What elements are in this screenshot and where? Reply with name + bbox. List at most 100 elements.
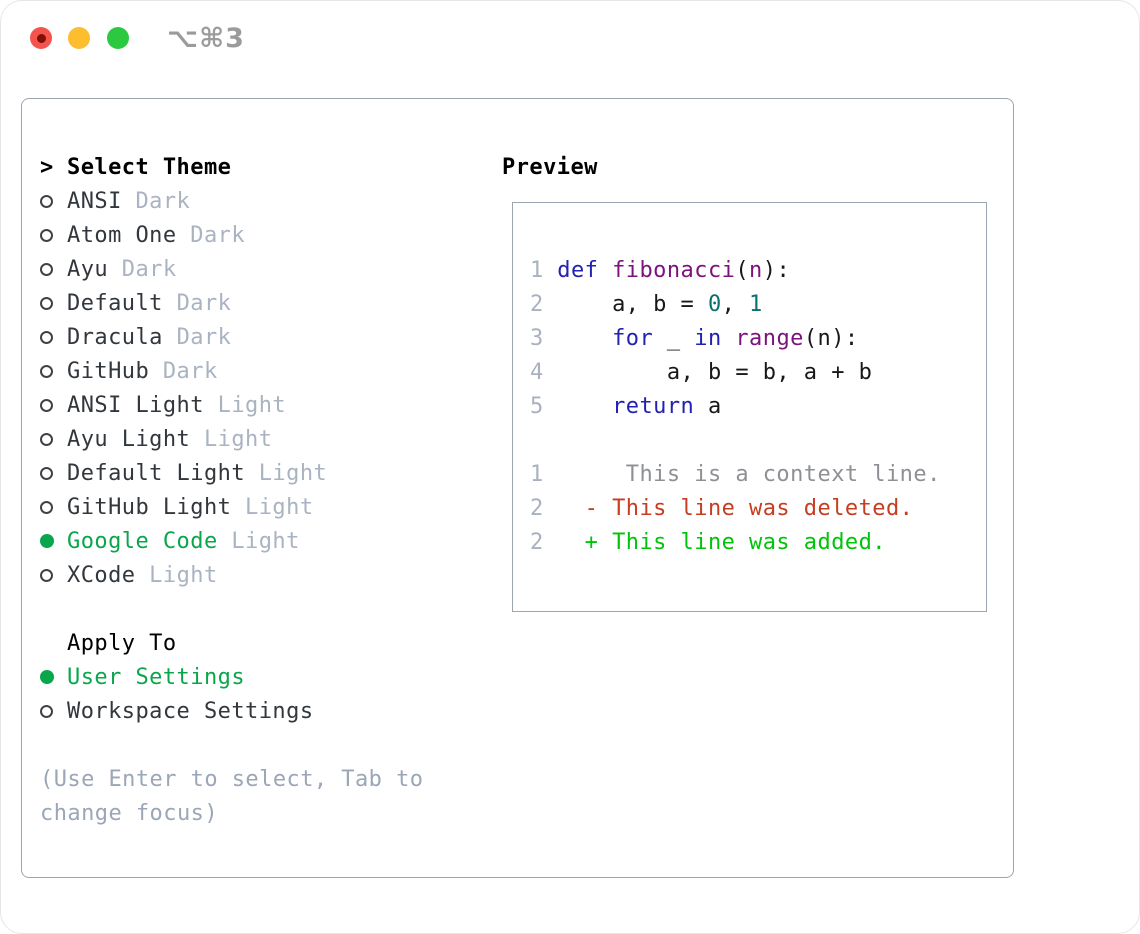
- theme-option-ansi[interactable]: ANSI Dark: [40, 184, 423, 218]
- token-add: + This line was added.: [557, 529, 886, 555]
- theme-name: ANSI: [67, 188, 122, 214]
- marker-spacer: [40, 626, 67, 660]
- theme-option-ayu-light[interactable]: Ayu Light Light: [40, 422, 423, 456]
- preview-line-diff-context-7: 1 This is a context line.: [530, 457, 986, 491]
- radio-unselected-icon: [40, 568, 53, 582]
- marker-cell: [40, 252, 67, 286]
- radio-unselected-icon: [40, 466, 53, 480]
- token-ctx: This is a context line.: [557, 461, 941, 487]
- theme-option-github-light[interactable]: GitHub Light Light: [40, 490, 423, 524]
- line-number: 1: [530, 257, 544, 283]
- line-number: 4: [530, 359, 544, 385]
- token-kw: def: [557, 257, 613, 283]
- radio-unselected-icon: [40, 398, 53, 412]
- spacer: [40, 728, 423, 762]
- close-dot-icon: [36, 33, 46, 43]
- theme-variant-tag: Light: [190, 426, 273, 452]
- theme-option-default-light[interactable]: Default Light Light: [40, 456, 423, 490]
- line-number: 1: [530, 461, 544, 487]
- theme-option-google-code[interactable]: Google Code Light: [40, 524, 423, 558]
- token-pl: (: [735, 257, 750, 283]
- token-pl: ,: [721, 291, 750, 317]
- theme-variant-tag: Light: [245, 460, 328, 486]
- theme-variant-tag: Light: [203, 392, 287, 418]
- token-kw: for: [612, 325, 654, 351]
- theme-name: Atom One: [67, 222, 177, 248]
- theme-option-atom-one[interactable]: Atom One Dark: [40, 218, 423, 252]
- token-pl: _: [653, 325, 695, 351]
- line-number: 2: [530, 529, 544, 555]
- token-fn: range: [735, 325, 804, 351]
- token-del: - This line was deleted.: [557, 495, 914, 521]
- marker-cell: [40, 354, 67, 388]
- apply-to-title: Apply To: [67, 630, 177, 656]
- theme-name: Default: [67, 290, 163, 316]
- theme-variant-tag: Dark: [149, 358, 218, 384]
- theme-variant-tag: Light: [217, 528, 300, 554]
- theme-option-default[interactable]: Default Dark: [40, 286, 423, 320]
- line-number: 2: [530, 291, 544, 317]
- marker-cell: [40, 388, 67, 422]
- marker-cell: [40, 660, 67, 694]
- preview-line-code-5: 5 return a: [530, 389, 986, 423]
- theme-option-xcode[interactable]: XCode Light: [40, 558, 423, 592]
- preview-line-diff-deleted-8: 2 - This line was deleted.: [530, 491, 986, 525]
- theme-name: Dracula: [67, 324, 163, 350]
- apply-option-user-settings[interactable]: User Settings: [40, 660, 423, 694]
- token-pl: a, b = b, a + b: [557, 359, 873, 385]
- apply-option-workspace-settings[interactable]: Workspace Settings: [40, 694, 423, 728]
- marker-cell: [40, 558, 67, 592]
- marker-cell: [40, 422, 67, 456]
- marker-cell: [40, 694, 67, 728]
- zoom-button[interactable]: [107, 27, 129, 49]
- radio-unselected-icon: [40, 364, 53, 378]
- radio-unselected-icon: [40, 330, 53, 344]
- radio-selected-icon: [40, 534, 54, 548]
- token-fn: fibonacci: [612, 257, 736, 283]
- radio-unselected-icon: [40, 432, 53, 446]
- theme-option-dracula[interactable]: Dracula Dark: [40, 320, 423, 354]
- marker-cell: [40, 218, 67, 252]
- token-pl: [557, 326, 612, 351]
- theme-variant-tag: Dark: [108, 256, 177, 282]
- theme-option-ayu[interactable]: Ayu Dark: [40, 252, 423, 286]
- line-number: 2: [530, 495, 544, 521]
- close-button[interactable]: [30, 27, 52, 49]
- radio-unselected-icon: [40, 262, 53, 276]
- token-pl: a: [694, 393, 722, 419]
- token-lit: 0: [707, 291, 722, 317]
- theme-name: GitHub: [67, 358, 150, 384]
- theme-name: Ayu Light: [67, 426, 191, 452]
- marker-cell: [40, 320, 67, 354]
- theme-variant-tag: Dark: [176, 222, 246, 248]
- theme-name: GitHub Light: [67, 494, 232, 520]
- theme-variant-tag: Dark: [162, 324, 232, 350]
- token-pl: [557, 394, 612, 419]
- minimize-button[interactable]: [68, 27, 90, 49]
- theme-variant-tag: Light: [231, 494, 314, 520]
- radio-selected-icon: [40, 670, 54, 684]
- token-pl: (n):: [803, 325, 859, 351]
- line-number: 3: [530, 325, 544, 351]
- marker-cell: [40, 184, 67, 218]
- theme-option-ansi-light[interactable]: ANSI Light Light: [40, 388, 423, 422]
- help-text-line: change focus): [40, 800, 219, 826]
- marker-cell: [40, 524, 67, 558]
- radio-unselected-icon: [40, 228, 53, 242]
- theme-option-github[interactable]: GitHub Dark: [40, 354, 423, 388]
- preview-line-code-3: 3 for _ in range(n):: [530, 321, 986, 355]
- preview-line-code-4: 4 a, b = b, a + b: [530, 355, 986, 389]
- preview-header: Preview: [502, 154, 598, 180]
- apply-option-label: Workspace Settings: [67, 698, 314, 724]
- theme-variant-tag: Light: [135, 562, 218, 588]
- token-pl: ):: [762, 257, 791, 283]
- token-kw: return: [612, 393, 695, 419]
- marker-cell: [40, 286, 67, 320]
